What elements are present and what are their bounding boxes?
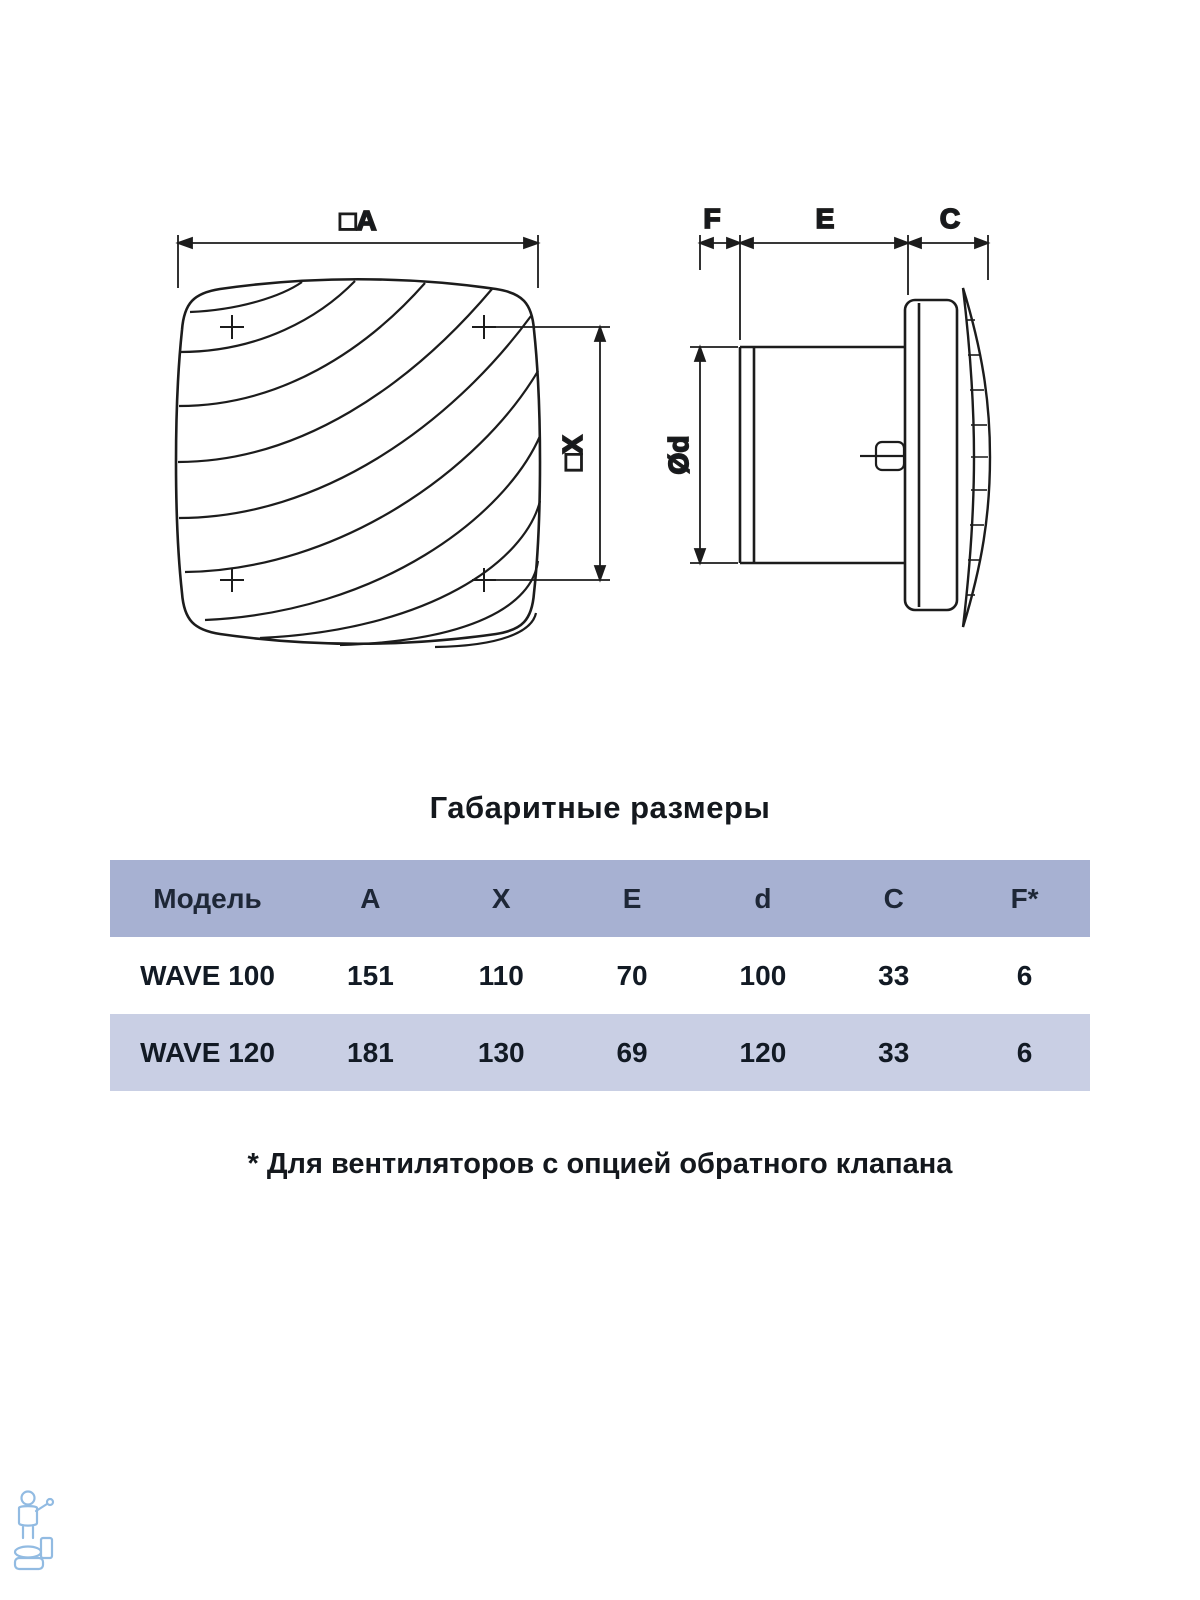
col-header-f: F* — [1010, 882, 1039, 914]
dimension-d: Ød — [662, 344, 738, 566]
dim-d-label: Ød — [663, 436, 694, 475]
dim-e-label: E — [816, 203, 835, 234]
cell-value: 33 — [878, 959, 910, 991]
side-view-svg: F E C Ød — [662, 202, 992, 628]
front-view-svg: □A □X — [174, 204, 610, 649]
fan-front-panel — [174, 277, 542, 646]
table-header-row: Модель A X E d C F* — [110, 860, 1090, 937]
dimension-fec: F E C — [697, 202, 991, 340]
dim-f-label: F — [703, 203, 720, 234]
cell-value: 69 — [616, 1036, 648, 1068]
mounting-cross-marks — [220, 315, 496, 592]
dimension-a: □A — [175, 204, 541, 288]
table-row: WAVE 100 151 110 70 100 33 6 — [110, 937, 1090, 1014]
footnote-text: * Для вентиляторов с опцией обратного кл… — [247, 1148, 953, 1180]
cell-value: 6 — [1016, 1036, 1033, 1068]
dim-c-label: C — [940, 203, 960, 234]
watermark-logo — [8, 1486, 64, 1583]
cell-value: 120 — [739, 1036, 787, 1068]
col-header-d: d — [754, 882, 772, 914]
front-panel-profile — [961, 287, 992, 628]
col-header-x: X — [491, 882, 511, 914]
cell-value: 181 — [347, 1036, 394, 1068]
cell-value: 6 — [1016, 959, 1033, 991]
cell-value: 110 — [478, 959, 524, 991]
cell-model: WAVE 100 — [140, 959, 275, 991]
front-view-drawing: □A □X — [150, 200, 650, 675]
side-view-drawing: F E C Ød — [660, 200, 1010, 675]
cell-value: 100 — [739, 959, 787, 991]
cell-value: 70 — [616, 959, 648, 991]
table-row: WAVE 120 181 130 69 120 33 6 — [110, 1014, 1090, 1091]
cell-model: WAVE 120 — [140, 1036, 275, 1068]
fan-duct — [738, 345, 906, 565]
plumber-mascot-icon — [13, 1490, 55, 1571]
wave-pattern — [177, 280, 542, 649]
dim-a-label: □A — [339, 205, 376, 236]
col-header-e: E — [622, 882, 642, 914]
col-header-model: Модель — [153, 882, 262, 914]
dim-x-label: □X — [557, 435, 588, 471]
mounting-flange — [903, 298, 959, 612]
panel-hatch-lines — [966, 319, 988, 596]
table-title: Габаритные размеры — [429, 790, 771, 825]
col-header-c: C — [883, 882, 904, 914]
col-header-a: A — [360, 882, 381, 914]
cell-value: 33 — [878, 1036, 910, 1068]
dimension-x: □X — [496, 324, 610, 583]
cell-value: 151 — [347, 959, 394, 991]
cell-value: 130 — [477, 1036, 525, 1068]
dimensions-table: Модель A X E d C F* WAVE 100 151 110 70 … — [110, 860, 1090, 1091]
fastening-clip — [860, 440, 906, 472]
